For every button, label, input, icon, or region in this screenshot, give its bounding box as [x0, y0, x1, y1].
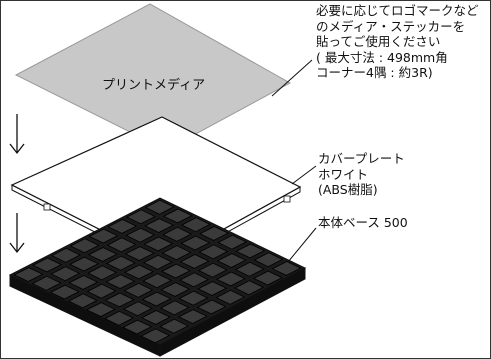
base-tile [197, 262, 228, 278]
base-tile [217, 234, 248, 250]
base-tile [196, 299, 227, 315]
base-tile [180, 235, 211, 251]
base-tile [85, 302, 116, 317]
cover-plate-label: カバープレート ホワイト (ABS樹脂) [318, 151, 405, 198]
base-tile [215, 289, 246, 305]
base-500 [8, 197, 307, 357]
base-tile [32, 257, 63, 273]
print-media-label: プリントメディア [102, 78, 206, 93]
base-tile [67, 293, 98, 309]
base-tile [68, 275, 99, 290]
base-tile [179, 254, 210, 269]
cover-plate-line: ホワイト [318, 166, 369, 182]
base-tile [87, 247, 118, 262]
base-tile [107, 219, 138, 234]
base-tile [31, 275, 62, 291]
base-tile [159, 318, 189, 334]
base-tile [142, 254, 173, 270]
base-tile [161, 245, 192, 261]
base-tile [104, 310, 134, 326]
base-tile [106, 237, 137, 253]
base-tile [50, 266, 81, 282]
base-tile [69, 238, 100, 254]
base-tile [88, 228, 119, 244]
base-tile [199, 226, 230, 241]
base-tile [86, 283, 117, 299]
cover-plate-line: カバープレート [318, 151, 405, 166]
base-tile [125, 227, 156, 243]
media-note-line: コーナー4隅 : 約3R) [316, 65, 433, 80]
base-tile [160, 282, 191, 297]
cover-plate-line: (ABS樹脂) [318, 182, 378, 197]
base-tile [252, 270, 283, 286]
base-tile [197, 281, 228, 296]
media-note-line: 必要に応じてロゴマークなど [316, 3, 479, 18]
base-note-leader [287, 227, 317, 263]
base-tile [159, 300, 190, 316]
base-tile [106, 255, 136, 271]
down-arrow-2 [9, 213, 25, 254]
base-tile [69, 256, 100, 272]
media-note-leader [271, 59, 313, 97]
base-tile [179, 272, 209, 288]
media-note-line: のメディア・ステッカーを [316, 18, 466, 34]
base-tile [105, 274, 136, 289]
cover-note-leader [291, 165, 317, 185]
base-tile [140, 310, 171, 325]
base-tile [234, 280, 264, 296]
media-note-line: ( 最大寸法 : 498mm角 [316, 49, 448, 65]
base-tile [216, 253, 247, 268]
base-tile [49, 284, 80, 300]
base-tile [234, 261, 265, 277]
base-tile [51, 247, 81, 263]
base-tile [87, 265, 118, 281]
base-tile [271, 261, 302, 276]
base-tile [160, 263, 191, 279]
media-note: 必要に応じてロゴマークなど のメディア・ステッカーを 貼ってご使用ください ( … [316, 3, 479, 81]
base-tile [215, 271, 246, 287]
base-tile [162, 226, 193, 242]
base-tile [13, 267, 44, 282]
base-tile [122, 319, 153, 335]
base-tile [253, 252, 284, 268]
base-tile [124, 264, 155, 280]
base-tile [178, 290, 209, 306]
base-tile [124, 246, 155, 261]
base-tile [235, 243, 266, 259]
base-tile [144, 199, 175, 215]
base-tile [143, 236, 174, 252]
base-tile [122, 301, 153, 317]
base-tile [104, 292, 135, 308]
base-tile [198, 244, 229, 260]
base-tile [177, 309, 208, 324]
base-tile [142, 273, 173, 289]
media-note-line: 貼ってご使用ください [316, 34, 441, 49]
base-tile [126, 209, 156, 225]
down-arrow-1 [9, 114, 25, 155]
base-tile [144, 218, 175, 233]
base-tile [181, 217, 211, 233]
base-tile [140, 328, 171, 344]
base-tile [162, 208, 193, 224]
print-media-sheet [14, 3, 292, 151]
base-label: 本体ベース 500 [318, 215, 408, 230]
base-tile [123, 282, 154, 298]
base-tile [141, 291, 172, 307]
